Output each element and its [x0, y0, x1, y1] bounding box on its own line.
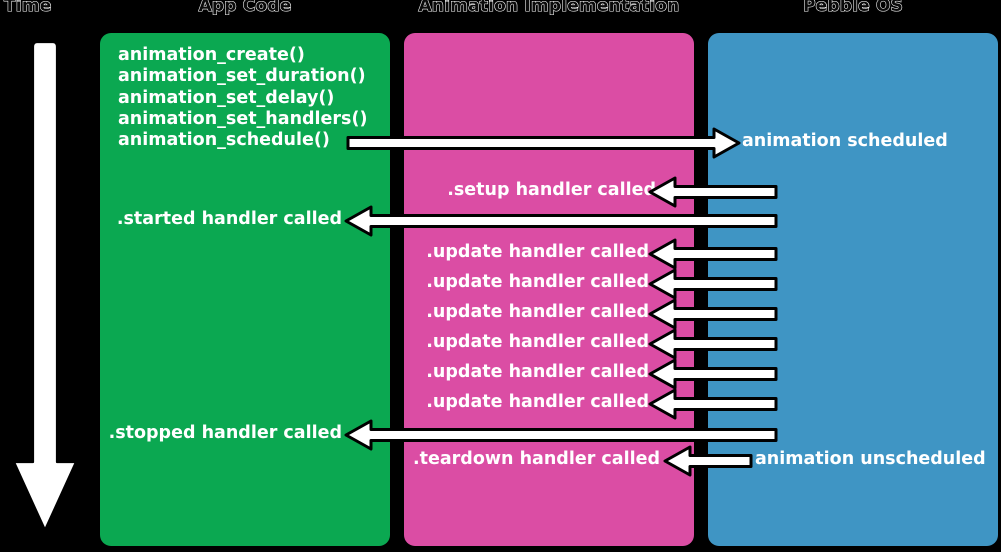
message-label-started-handler: .started handler called	[116, 209, 342, 229]
message-label-teardown-handler: .teardown handler called	[412, 449, 660, 469]
message-label-update-handler-2: .update handler called	[426, 272, 649, 292]
message-label-animation-scheduled: animation scheduled	[742, 131, 948, 151]
column-header-app-code: App Code	[198, 0, 292, 17]
message-label-update-handler-6: .update handler called	[426, 392, 649, 412]
column-header-time: Time	[3, 0, 52, 17]
message-label-update-handler-3: .update handler called	[426, 302, 649, 322]
column-header-pebble-os: Pebble OS	[802, 0, 904, 17]
time-direction-arrow	[12, 40, 78, 532]
message-label-update-handler-1: .update handler called	[426, 242, 649, 262]
lane-animation-implementation	[404, 33, 694, 546]
message-label-stopped-handler: .stopped handler called	[108, 423, 342, 443]
lane-pebble-os	[708, 33, 998, 546]
message-label-update-handler-5: .update handler called	[426, 362, 649, 382]
message-label-animation-unscheduled: animation unscheduled	[755, 449, 986, 469]
app-code-listing: animation_create() animation_set_duratio…	[118, 45, 368, 151]
lane-app-code	[100, 33, 390, 546]
message-label-update-handler-4: .update handler called	[426, 332, 649, 352]
column-header-animation-implementation: Animation Implementation	[418, 0, 680, 17]
message-label-setup-handler: .setup handler called	[447, 180, 656, 200]
